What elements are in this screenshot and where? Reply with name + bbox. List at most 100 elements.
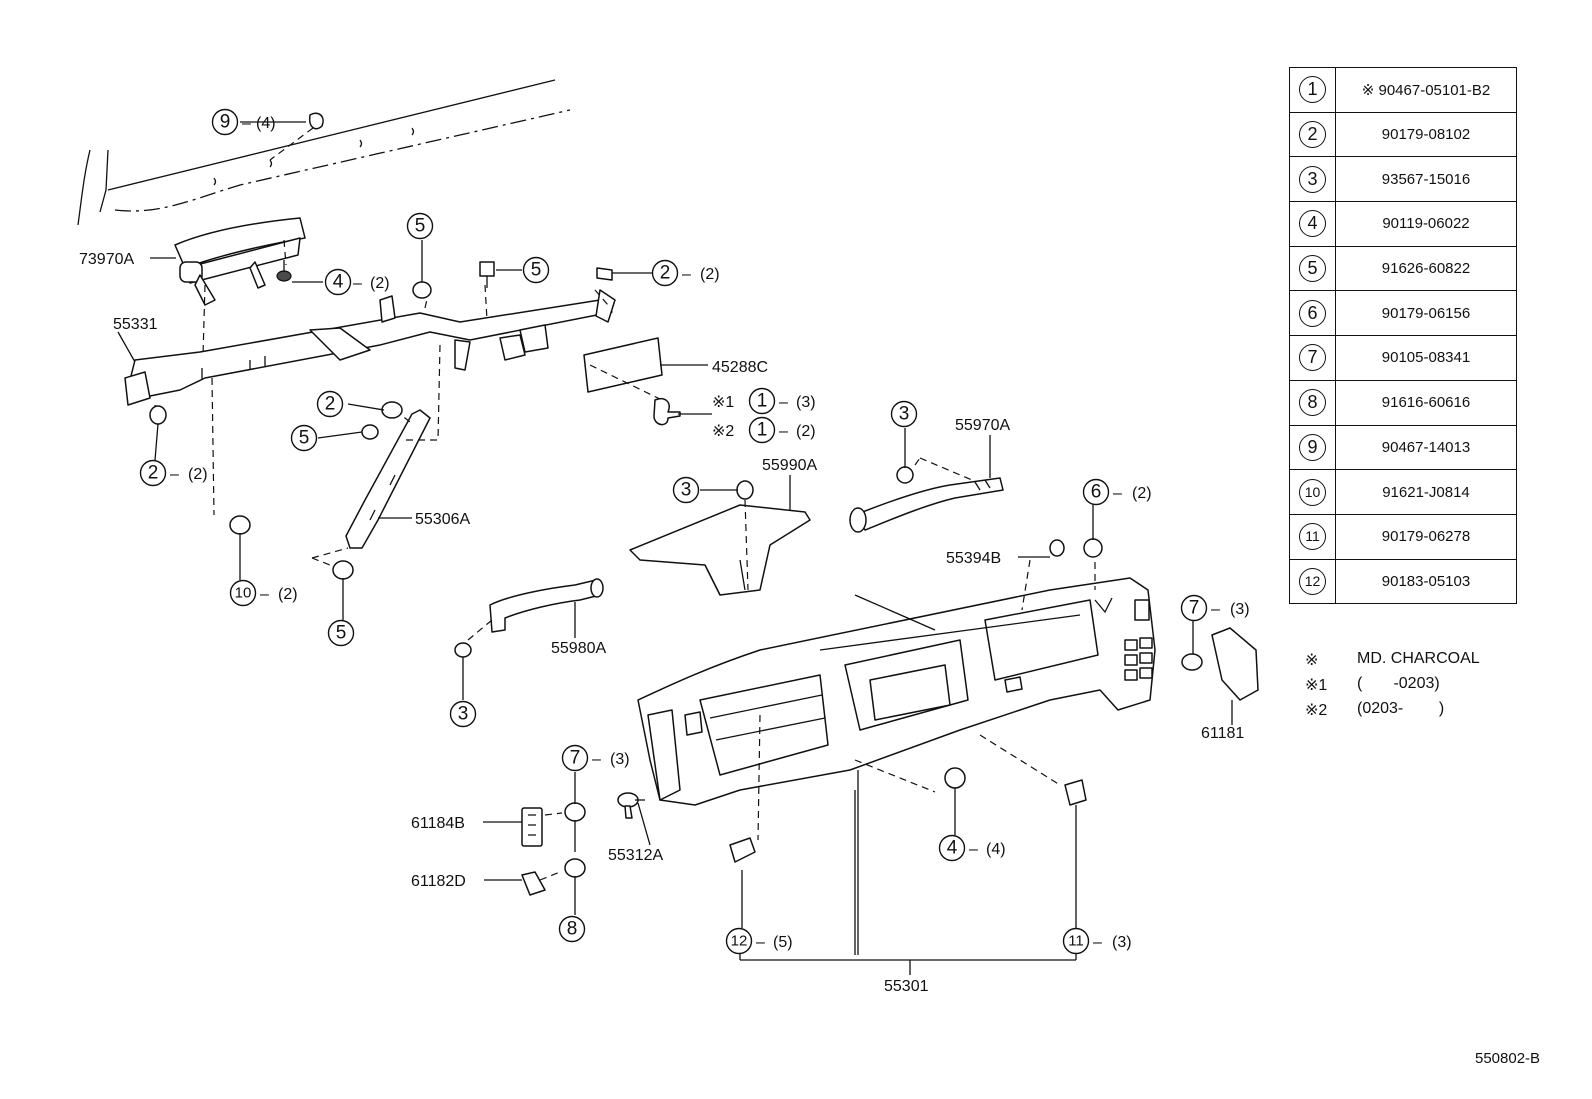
svg-text:2: 2 [325, 394, 336, 415]
callout-2-c: 2 –(2) [139, 459, 208, 487]
callout-3-c: 3 [890, 400, 918, 428]
legend-part-number: 90467-14013 [1335, 424, 1517, 471]
legend-number-cell: 1 [1289, 67, 1336, 113]
callout-2-a: 2 –(2) [651, 259, 720, 287]
label-61184B: 61184B [411, 815, 465, 832]
label-55312A: 55312A [608, 847, 663, 864]
legend-number-cell: 8 [1289, 379, 1336, 426]
hinge-61182D [484, 871, 561, 896]
legend-part-number: 90179-08102 [1335, 111, 1517, 158]
legend-part-number: 90105-08341 [1335, 335, 1517, 381]
legend-part-number: ※ 90467-05101-B2 [1335, 67, 1517, 113]
svg-text:5: 5 [336, 623, 347, 644]
svg-text:–: – [353, 275, 362, 292]
label-55970A: 55970A [955, 417, 1010, 434]
callout-8: 8 [558, 915, 586, 943]
callout-7-b: 7 –(3) [561, 744, 630, 772]
callout-2-b: 2 [316, 390, 344, 418]
callout-5-a: 5 [406, 212, 434, 240]
legend-number-cell: 5 [1289, 245, 1336, 292]
legend-callout-number: 8 [1299, 389, 1326, 417]
legend-callout-number: 6 [1299, 299, 1326, 327]
legend-part-number: 91616-60616 [1335, 379, 1517, 426]
legend-part-number: 90179-06278 [1335, 513, 1517, 560]
legend-callout-number: 11 [1299, 523, 1326, 551]
svg-text:(2): (2) [370, 275, 390, 292]
label-55394B: 55394B [946, 550, 1001, 567]
callout-4-a: 4 –(2) [324, 268, 390, 296]
instrument-panel-55301 [637, 550, 1156, 975]
callout-note1-1: ※1 1 –(3) [712, 387, 816, 415]
legend-row: 2 90179-08102 [1289, 111, 1517, 158]
svg-text:(2): (2) [188, 466, 208, 483]
callout-5-b: 5 [522, 256, 550, 284]
callout-11: 11 –(3) [1062, 927, 1132, 955]
svg-text:4: 4 [947, 838, 958, 859]
svg-text:3: 3 [681, 480, 692, 501]
svg-text:1: 1 [757, 420, 768, 441]
legend-callout-number: 7 [1299, 344, 1326, 372]
svg-text:7: 7 [570, 748, 581, 769]
svg-text:3: 3 [458, 704, 469, 725]
svg-text:–: – [756, 934, 765, 951]
svg-text:(3): (3) [1112, 934, 1132, 951]
legend-part-number: 90179-06156 [1335, 290, 1517, 337]
svg-text:7: 7 [1189, 598, 1200, 619]
legend-callout-number: 1 [1299, 76, 1326, 104]
svg-text:–: – [1113, 485, 1122, 502]
svg-text:※2: ※2 [712, 423, 734, 440]
legend-number-cell: 3 [1289, 156, 1336, 203]
label-55331: 55331 [113, 316, 158, 333]
legend-number-cell: 4 [1289, 201, 1336, 247]
callout-note2-1: ※2 1 –(2) [712, 416, 816, 444]
svg-text:(3): (3) [610, 751, 630, 768]
svg-text:(4): (4) [256, 115, 276, 132]
label-61182D: 61182D [411, 873, 466, 890]
legend-number-cell: 10 [1289, 469, 1336, 515]
legend-callout-number: 12 [1299, 567, 1326, 595]
svg-text:(2): (2) [1132, 485, 1152, 502]
callout-7-a: 7 –(3) [1180, 594, 1250, 622]
legend-part-number: 91626-60822 [1335, 245, 1517, 292]
legend-callout-number: 2 [1299, 121, 1326, 149]
svg-text:–: – [1093, 934, 1102, 951]
legend-callout-number: 10 [1299, 478, 1326, 506]
legend-number-cell: 2 [1289, 111, 1336, 158]
hinge-61184B [483, 807, 563, 847]
bracket-61181 [1211, 627, 1259, 725]
legend-number-cell: 7 [1289, 335, 1336, 381]
legend-row: 1 ※ 90467-05101-B2 [1289, 67, 1517, 113]
drawing-code: 550802-B [1475, 1050, 1541, 1067]
svg-text:6: 6 [1091, 482, 1102, 503]
svg-text:8: 8 [567, 919, 578, 940]
legend-row: 9 90467-14013 [1289, 424, 1517, 471]
svg-text:10: 10 [235, 585, 252, 602]
callout-9-top: 9 –(4) [211, 108, 276, 136]
svg-text:(3): (3) [796, 394, 816, 411]
svg-text:–: – [969, 841, 978, 858]
callout-5-c: 5 [290, 424, 318, 452]
legend-callout-number: 9 [1299, 433, 1326, 461]
label-73970A: 73970A [79, 251, 134, 268]
svg-text:(4): (4) [986, 841, 1006, 858]
note-row: ※MD. CHARCOAL [1305, 650, 1480, 669]
svg-text:(2): (2) [278, 586, 298, 603]
duct-55970A [849, 435, 1004, 533]
label-55301: 55301 [884, 978, 929, 995]
legend-row: 8 91616-60616 [1289, 379, 1517, 426]
legend-row: 5 91626-60822 [1289, 245, 1517, 292]
legend-callout-number: 5 [1299, 255, 1326, 283]
legend-row: 6 90179-06156 [1289, 290, 1517, 337]
duct-55990A [629, 475, 811, 596]
svg-text:4: 4 [333, 272, 344, 293]
fasteners [149, 112, 1203, 915]
svg-text:※1: ※1 [712, 394, 734, 411]
svg-text:(2): (2) [700, 266, 720, 283]
svg-text:3: 3 [899, 404, 910, 425]
svg-text:–: – [260, 586, 269, 603]
callout-3-b: 3 [672, 476, 700, 504]
